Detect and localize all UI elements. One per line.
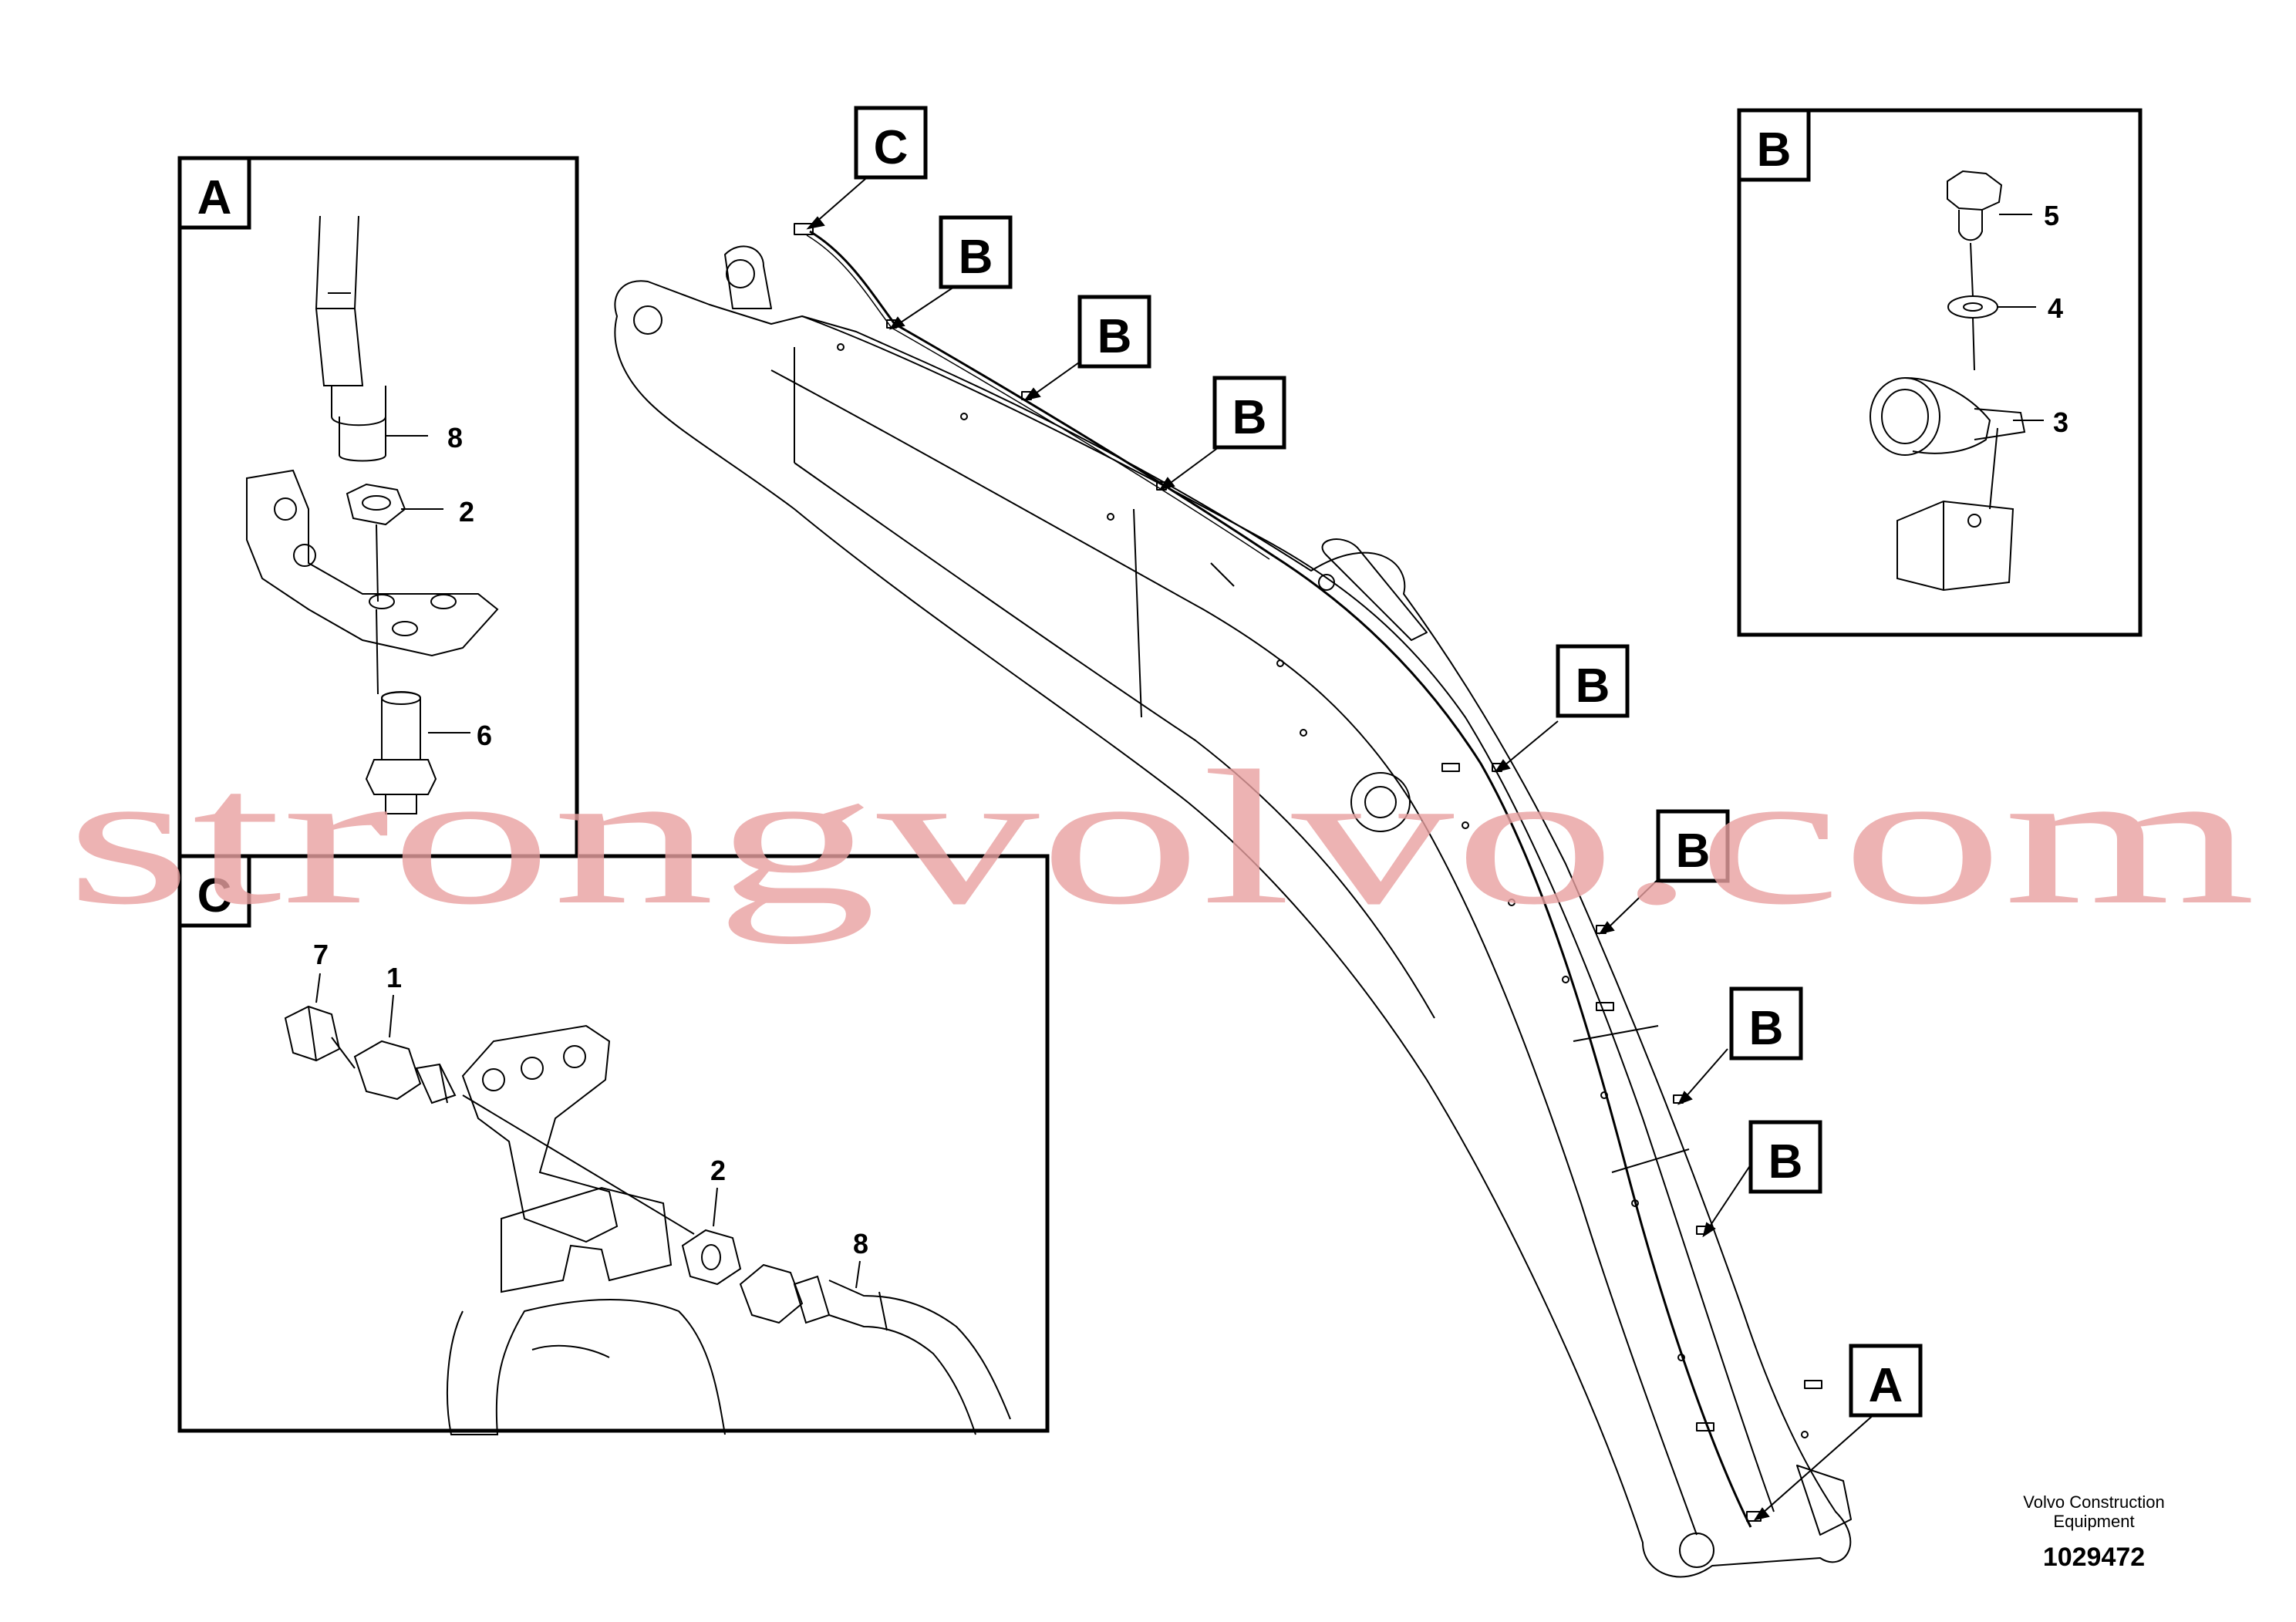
svg-text:8: 8 xyxy=(447,422,463,454)
callout-B-main-4: B xyxy=(1556,644,1630,718)
svg-text:B: B xyxy=(1676,824,1711,878)
callout-B-main-2: B xyxy=(1077,295,1151,369)
svg-text:C: C xyxy=(874,121,909,174)
boom-drawing xyxy=(614,223,1852,1578)
svg-text:A: A xyxy=(1869,1359,1903,1412)
company-name-line1: Volvo Construction xyxy=(2023,1492,2164,1512)
svg-text:B: B xyxy=(959,231,993,284)
drawing-number: 1029472 xyxy=(2043,1543,2145,1572)
title-block: Volvo Construction Equipment 1029472 xyxy=(2023,1492,2164,1572)
svg-text:B: B xyxy=(1232,391,1267,444)
detail-panel-B: B 5 4 3 xyxy=(1737,108,2143,637)
callout-B-main-5: B xyxy=(1656,809,1730,883)
callout-B-main-6: B xyxy=(1729,986,1803,1061)
svg-text:B: B xyxy=(1576,659,1610,713)
callout-B-main-7: B xyxy=(1748,1120,1822,1194)
svg-text:5: 5 xyxy=(2044,200,2059,231)
callout-B-main-3: B xyxy=(1212,376,1286,450)
callout-A-main: A xyxy=(1849,1344,1923,1418)
detail-panel-C: C xyxy=(177,854,1050,1435)
svg-text:2: 2 xyxy=(710,1155,726,1186)
svg-text:B: B xyxy=(1749,1002,1784,1055)
callout-C-main: C xyxy=(854,106,928,180)
svg-text:B: B xyxy=(1757,123,1792,177)
company-name-line2: Equipment xyxy=(2053,1512,2134,1531)
svg-text:A: A xyxy=(197,171,232,224)
svg-text:4: 4 xyxy=(2048,292,2063,324)
callout-leaders xyxy=(806,173,1883,1521)
svg-text:1: 1 xyxy=(386,962,402,993)
svg-text:B: B xyxy=(1768,1135,1803,1189)
svg-text:7: 7 xyxy=(313,939,329,970)
watermark-text: strongvolvo.com xyxy=(66,731,2256,945)
callout-B-main-1: B xyxy=(939,215,1013,289)
svg-text:C: C xyxy=(197,869,232,922)
svg-text:8: 8 xyxy=(853,1228,868,1259)
svg-text:B: B xyxy=(1097,310,1132,363)
svg-text:6: 6 xyxy=(477,720,492,751)
detail-panel-A: A xyxy=(177,156,579,858)
svg-text:2: 2 xyxy=(459,496,474,528)
svg-text:3: 3 xyxy=(2053,406,2068,438)
